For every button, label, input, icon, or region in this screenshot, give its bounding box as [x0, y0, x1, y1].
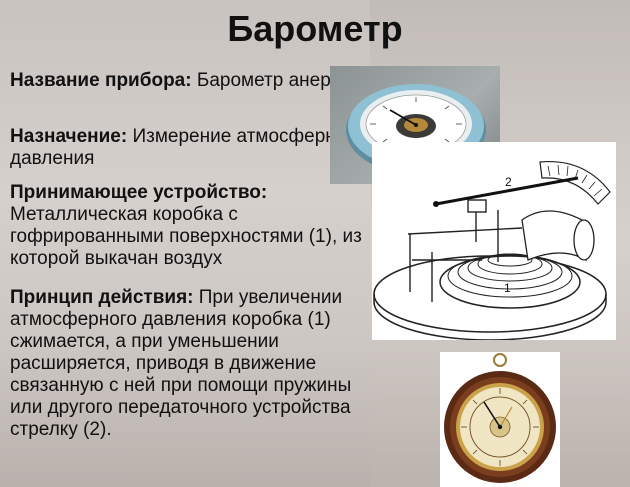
device-name-text: Барометр анероид [191, 70, 364, 91]
wall-barometer-icon [444, 353, 556, 483]
aneroid-mechanism-icon: 1 2 [373, 160, 611, 341]
mechanism-diagram: 1 2 [372, 142, 616, 341]
device-name-paragraph: Название прибора: Барометр анероид [10, 70, 370, 92]
purpose-paragraph: Назначение: Измерение атмосферного давле… [10, 126, 370, 170]
device-name-label: Название прибора: [10, 70, 192, 91]
principle-paragraph: Принцип действия: При увеличении атмосфе… [10, 287, 370, 441]
receiver-paragraph: Принимающее устройство: Металлическая ко… [10, 182, 370, 270]
diagram-label-2: 2 [505, 175, 512, 189]
receiver-label: Принимающее устройство: [10, 182, 268, 203]
principle-label: Принцип действия: [10, 287, 194, 308]
receiver-text: Металлическая коробка с гофрированными п… [10, 204, 362, 269]
wall-barometer-photo [440, 352, 560, 487]
slide-title: Барометр [227, 8, 403, 49]
principle-text: При увеличении атмосферного давления кор… [10, 287, 352, 440]
purpose-text: Измерение атмосферного давления [10, 126, 364, 169]
purpose-label: Назначение: [10, 126, 128, 147]
diagram-label-1: 1 [504, 281, 511, 295]
